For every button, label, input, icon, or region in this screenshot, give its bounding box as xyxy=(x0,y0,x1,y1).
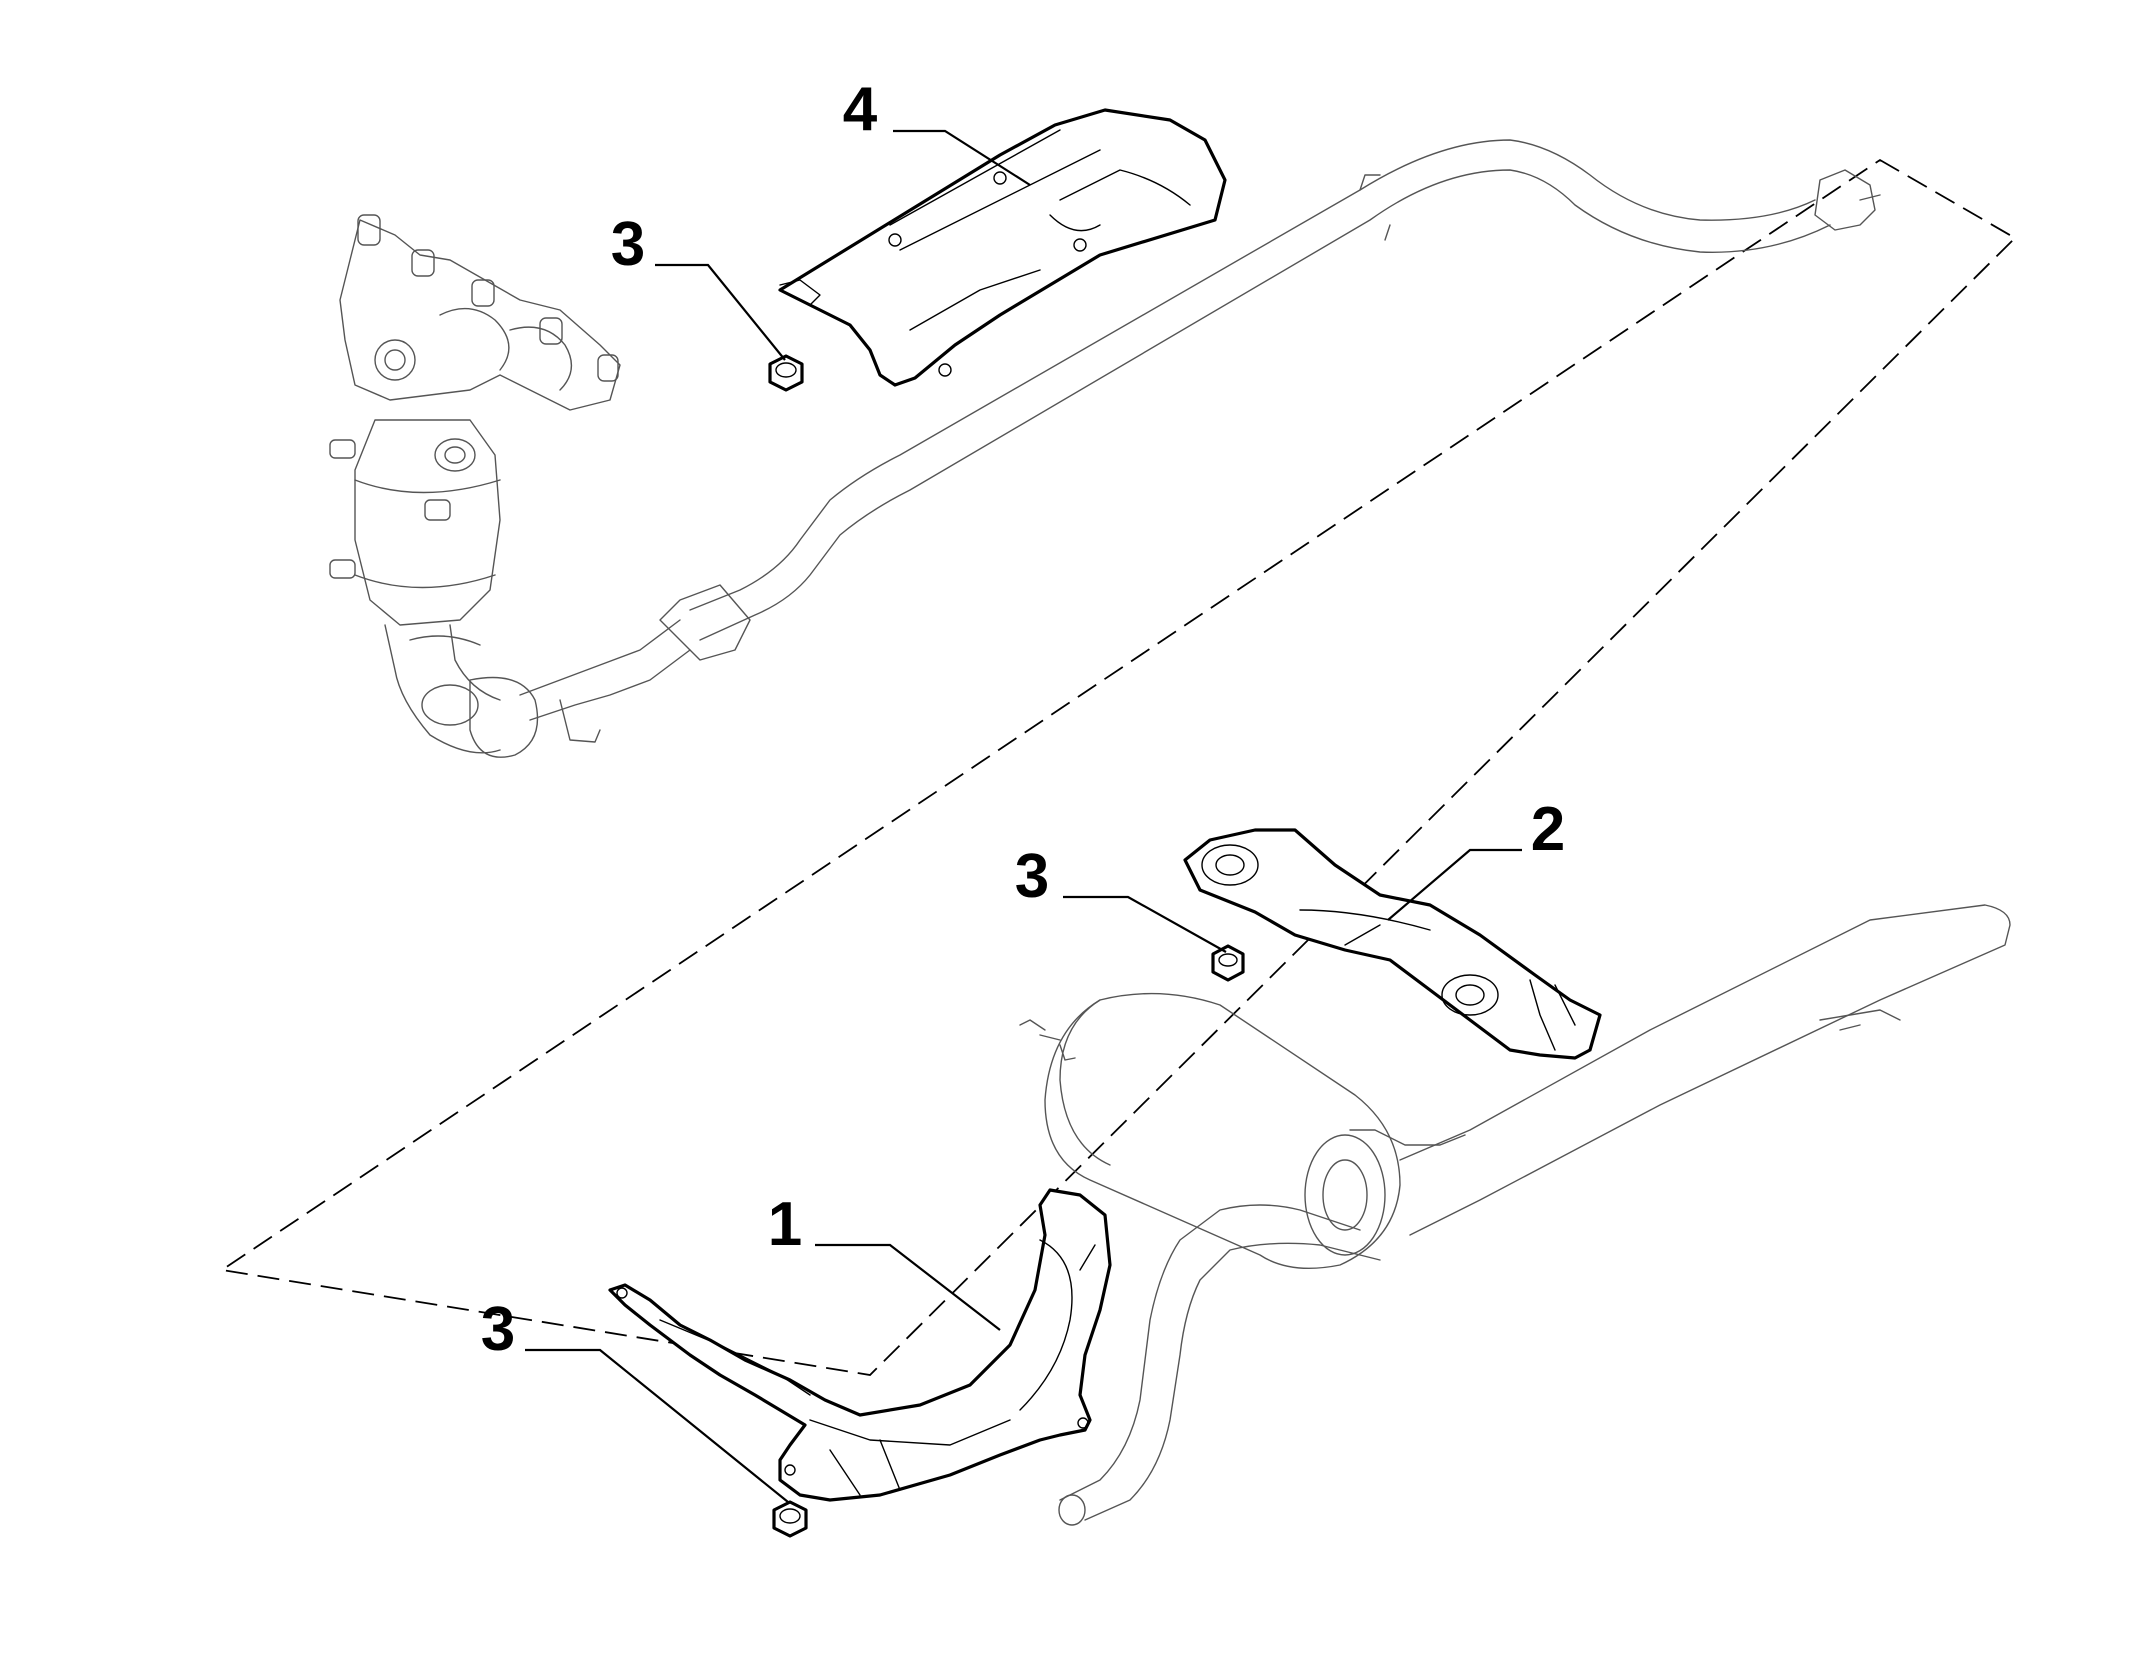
leader-line-3-lower xyxy=(525,1348,789,1503)
nut-middle xyxy=(1211,944,1245,982)
heat-shield-part-2 xyxy=(1183,828,1602,1060)
heat-shield-part-1 xyxy=(608,1188,1112,1502)
leader-line-2 xyxy=(1387,848,1522,921)
callout-number-2: 2 xyxy=(1531,795,1565,864)
leader-line-3-upper xyxy=(655,263,786,361)
callout-number-1: 1 xyxy=(768,1190,802,1259)
front-exhaust-pipe xyxy=(689,139,1881,641)
nut-upper xyxy=(768,354,804,392)
heat-shield-part-4 xyxy=(778,108,1227,387)
callout-number-3-middle: 3 xyxy=(1015,842,1049,911)
callout-number-3-lower: 3 xyxy=(481,1295,515,1364)
leader-line-3-middle xyxy=(1063,895,1227,953)
exhaust-manifold-catalyst xyxy=(329,214,751,758)
callout-number-3-upper: 3 xyxy=(611,210,645,279)
nut-lower xyxy=(772,1500,808,1538)
assembly-boundary-dashed xyxy=(219,158,2017,1376)
callout-number-4: 4 xyxy=(843,75,878,144)
leader-line-1 xyxy=(815,1243,1001,1331)
muffler-rear-pipe xyxy=(1019,904,2011,1526)
leader-line-4 xyxy=(893,129,1031,186)
